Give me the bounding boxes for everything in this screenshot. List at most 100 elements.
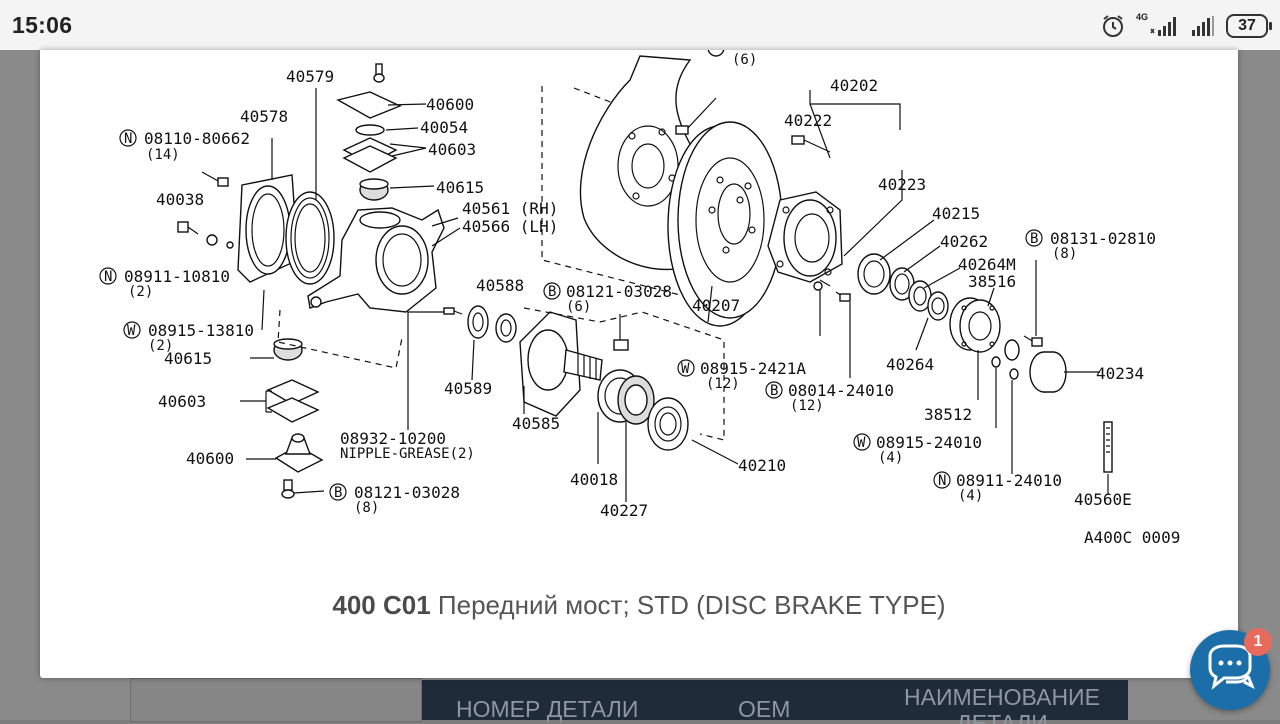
label-40227: 40227 (600, 501, 648, 520)
label-40262: 40262 (940, 232, 988, 251)
signal-icon (1192, 16, 1214, 36)
label-08911-24010-qty: (4) (958, 488, 983, 504)
marker-n-2: N (104, 269, 112, 285)
column-oem: OEM (738, 696, 791, 722)
diagram-caption: 400 C01 Передний мост; STD (DISC BRAKE T… (40, 590, 1238, 621)
chat-notification-badge: 1 (1244, 628, 1272, 656)
dashed-outline-knuckle (277, 309, 403, 369)
label-08911-10810-qty: (2) (128, 284, 153, 300)
bolt-08110 (201, 171, 229, 187)
background-table-header: НОМЕР ДЕТАЛИ OEM НАИМЕНОВАНИЕ ДЕТАЛИ (422, 680, 1128, 724)
label-40223: 40223 (878, 175, 926, 194)
background-thumbnail (130, 678, 422, 722)
chat-button[interactable] (1190, 630, 1270, 710)
label-40585: 40585 (512, 414, 560, 433)
label-08131: 08131-02810 (1050, 229, 1156, 248)
label-08932: 08932-10200 (340, 429, 446, 448)
label-40615-bottom: 40615 (164, 349, 212, 368)
bolts-08014 (813, 279, 851, 302)
bearing-40018 (597, 369, 655, 425)
label-40566: 40566 (LH) (462, 217, 558, 236)
marker-w-2: W (681, 361, 690, 377)
label-08915-24010-qty: (4) (878, 450, 903, 466)
label-40207: 40207 (692, 296, 740, 315)
alarm-icon (1102, 15, 1123, 37)
bolt-40222 (791, 135, 831, 153)
label-08915-24010: 08915-24010 (876, 433, 982, 452)
label-08014: 08014-24010 (788, 381, 894, 400)
label-40603-top: 40603 (428, 140, 476, 159)
label-08915-13810: 08915-13810 (148, 321, 254, 340)
label-nipple-grease: NIPPLE-GREASE(2) (340, 446, 475, 462)
label-40234: 40234 (1096, 364, 1144, 383)
label-38512: 38512 (924, 405, 972, 424)
status-icons: 4G 37 (1100, 12, 1272, 40)
bolt-shield (675, 50, 725, 135)
label-08915-13810-qty: (2) (148, 338, 173, 354)
diagram-labels: 40579 40578 40600 40054 40603 40615 N 08… (99, 52, 1180, 547)
brake-disc-40207 (667, 121, 783, 327)
column-part-name: НАИМЕНОВАНИЕ ДЕТАЛИ (904, 684, 1100, 724)
label-08915-2421A-qty: (12) (706, 376, 740, 392)
network-type-label: 4G (1135, 12, 1148, 22)
label-08121-bottom-qty: (8) (354, 500, 379, 516)
label-40561: 40561 (RH) (462, 199, 558, 218)
ring-40215 (857, 253, 891, 295)
marker-n-1: N (124, 131, 132, 147)
bolt-08131 (1023, 335, 1043, 347)
label-38516: 38516 (968, 272, 1016, 291)
grease-nipple (443, 307, 463, 315)
label-40588: 40588 (476, 276, 524, 295)
figure-code: A400C 0009 (1084, 528, 1180, 547)
marker-b-3: B (770, 383, 778, 399)
label-40560E: 40560E (1074, 490, 1132, 509)
image-lightbox[interactable]: 40579 40578 40600 40054 40603 40615 N 08… (40, 50, 1238, 678)
hub-cap-40234 (1029, 351, 1067, 393)
stud-40560E (1103, 421, 1113, 473)
spindle-40585 (519, 311, 603, 417)
label-08014-qty: (12) (790, 398, 824, 414)
chat-icon (1208, 644, 1255, 690)
label-40054: 40054 (420, 118, 468, 137)
marker-b-1: B (334, 485, 342, 501)
label-shield-bolt-qty: (6) (732, 52, 757, 68)
label-40264: 40264 (886, 355, 934, 374)
label-40600-top: 40600 (426, 95, 474, 114)
label-40578: 40578 (240, 107, 288, 126)
knuckle-40561 (307, 207, 445, 313)
signal-4g-icon (1150, 17, 1176, 36)
nut-08911 (1009, 368, 1019, 380)
label-08121-mid-qty: (6) (566, 299, 591, 315)
label-40222: 40222 (784, 111, 832, 130)
label-40589: 40589 (444, 379, 492, 398)
seal-40210 (647, 397, 689, 451)
marker-b-4: B (1030, 231, 1038, 247)
label-40579: 40579 (286, 67, 334, 86)
label-40215: 40215 (932, 204, 980, 223)
parts-diagram[interactable]: 40579 40578 40600 40054 40603 40615 N 08… (40, 50, 1238, 590)
bearing-40588 (467, 305, 517, 343)
free-hub-38512 (949, 297, 1001, 353)
label-40018: 40018 (570, 470, 618, 489)
label-08131-qty: (8) (1052, 246, 1077, 262)
label-40603-bottom: 40603 (158, 392, 206, 411)
label-40202: 40202 (830, 76, 878, 95)
status-bar: 15:06 4G 37 (0, 0, 1280, 50)
caption-title: Передний мост; STD (DISC BRAKE TYPE) (437, 590, 946, 620)
status-time: 15:06 (12, 12, 73, 38)
kingpin-top-parts (336, 63, 402, 201)
label-40210: 40210 (738, 456, 786, 475)
lock-washers (889, 267, 949, 321)
hub-40202 (767, 191, 843, 283)
label-08110-qty: (14) (146, 147, 180, 163)
marker-n-3: N (938, 473, 946, 489)
label-08121-mid: 08121-03028 (566, 282, 672, 301)
label-08915-2421A: 08915-2421A (700, 359, 806, 378)
label-40600-bottom: 40600 (186, 449, 234, 468)
seal-plate-40578 (237, 174, 299, 283)
bolt-08121-03028 (613, 314, 629, 351)
washer-38516 (1004, 339, 1020, 361)
seal-40579 (285, 191, 335, 285)
battery-icon: 37 (1226, 14, 1272, 38)
label-40615-top: 40615 (436, 178, 484, 197)
